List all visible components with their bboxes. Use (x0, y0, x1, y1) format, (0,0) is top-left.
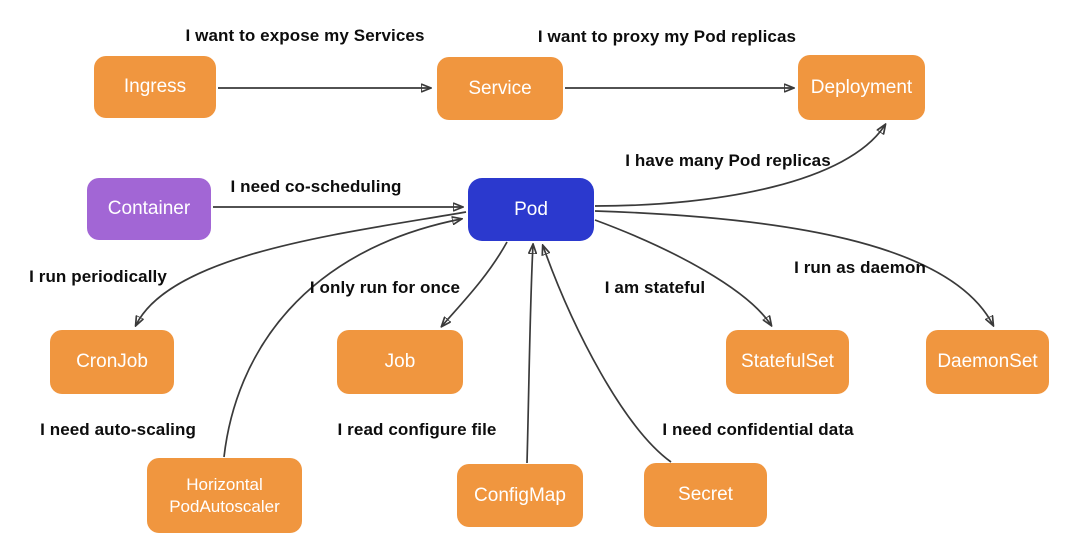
edge-pod-cronjob (136, 211, 467, 325)
edge-label-auto-scaling: I need auto-scaling (40, 420, 196, 439)
node-configmap: ConfigMap (457, 464, 583, 527)
node-ingress-label: Ingress (123, 76, 187, 98)
node-daemonset-label: DaemonSet (937, 351, 1038, 373)
node-deployment: Deployment (798, 55, 925, 120)
edge-label-am-stateful: I am stateful (604, 278, 706, 297)
node-deployment-label: Deployment (810, 76, 913, 98)
node-horizontal-pod-autoscaler-label: Horizontal PodAutoscaler (169, 475, 280, 516)
edge-label-proxy-replicas: I want to proxy my Pod replicas (537, 27, 797, 46)
node-ingress: Ingress (94, 56, 216, 118)
node-container: Container (87, 178, 211, 240)
node-secret-label: Secret (678, 484, 733, 506)
node-job-label: Job (384, 351, 416, 373)
node-service: Service (437, 57, 563, 120)
node-pod-label: Pod (514, 198, 548, 220)
edge-label-confidential-data: I need confidential data (662, 420, 854, 439)
node-cronjob: CronJob (50, 330, 174, 394)
edge-configmap-pod (526, 245, 533, 464)
node-statefulset: StatefulSet (726, 330, 849, 394)
edge-pod-deployment (594, 125, 885, 207)
node-cronjob-label: CronJob (76, 351, 148, 373)
edge-pod-job (442, 241, 508, 326)
node-service-label: Service (468, 77, 532, 99)
edge-label-run-for-once: I only run for once (309, 278, 461, 297)
edge-pod-statefulset (594, 219, 771, 325)
node-statefulset-label: StatefulSet (741, 351, 834, 373)
node-daemonset: DaemonSet (926, 330, 1049, 394)
node-container-label: Container (107, 198, 191, 220)
edge-label-run-periodically: I run periodically (29, 267, 167, 286)
node-configmap-label: ConfigMap (474, 484, 566, 506)
edge-label-many-pod-replicas: I have many Pod replicas (625, 151, 831, 170)
node-job: Job (337, 330, 463, 394)
edge-pod-daemonset (594, 210, 993, 325)
edge-label-co-scheduling: I need co-scheduling (230, 177, 402, 196)
edge-secret-pod (543, 246, 672, 463)
node-horizontal-pod-autoscaler: Horizontal PodAutoscaler (147, 458, 302, 533)
edge-label-configure-file: I read configure file (337, 420, 497, 439)
edge-label-run-as-daemon: I run as daemon (794, 258, 926, 277)
node-pod: Pod (468, 178, 594, 241)
edge-label-expose-services: I want to expose my Services (185, 26, 425, 45)
node-secret: Secret (644, 463, 767, 527)
edge-hpa-pod (223, 219, 461, 458)
